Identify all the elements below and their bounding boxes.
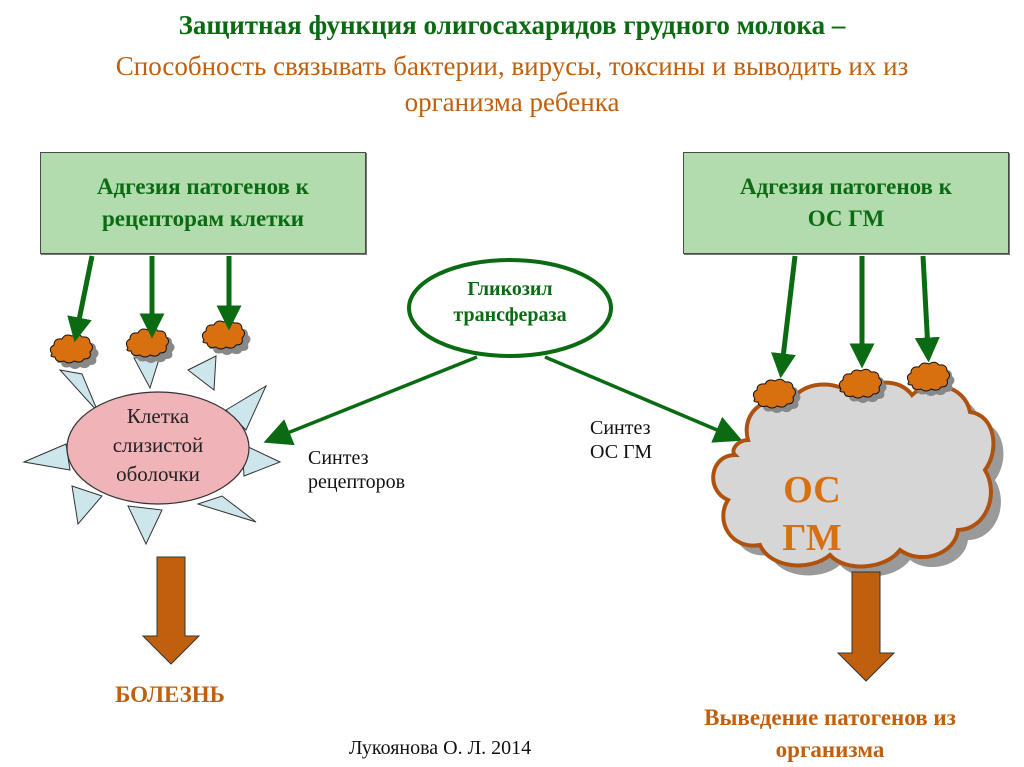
- subtitle-line-1: Способность связывать бактерии, вирусы, …: [115, 51, 909, 81]
- adhesion-cell-receptors-box: Адгезия патогенов к рецепторам клетки: [40, 152, 366, 254]
- cell-line-3: оболочки: [116, 462, 200, 486]
- synthesis-os-arrow: [544, 355, 743, 443]
- cloud-line-1: ОС: [783, 469, 841, 511]
- adhesion-os-gm-box: Адгезия патогенов к ОС ГМ: [683, 152, 1009, 254]
- enzyme-line-2: трансфераза: [453, 304, 567, 326]
- disease-label: БОЛЕЗНЬ: [115, 682, 225, 707]
- synth-os-line-1: Синтез: [590, 417, 651, 439]
- cloud-line-2: ГМ: [782, 517, 842, 559]
- box-right-line-1: Адгезия патогенов к: [740, 174, 952, 199]
- enzyme-line-1: Гликозил: [467, 278, 553, 300]
- slide-subtitle: Способность связывать бактерии, вирусы, …: [0, 48, 1024, 120]
- receptor-spike: [127, 505, 163, 546]
- cloud-label: ОС ГМ: [762, 466, 862, 562]
- mucosal-cell: [66, 391, 250, 505]
- excretion-arrow: [836, 571, 896, 682]
- synth-receptors-label: Синтез рецепторов: [308, 446, 405, 494]
- pathogen: [906, 361, 950, 392]
- box-left-line-2: рецепторам клетки: [101, 206, 305, 231]
- pathogen: [125, 327, 169, 358]
- enzyme-ellipse: [407, 258, 613, 358]
- cell-label: Клетка слизистой оболочки: [88, 402, 228, 489]
- cell-line-1: Клетка: [126, 404, 190, 428]
- receptor-spikes: [22, 355, 282, 546]
- author-footer: Лукоянова О. Л. 2014: [348, 737, 532, 759]
- pathogen: [201, 319, 245, 350]
- adhesion-arrow: [67, 255, 95, 343]
- receptor-spike: [71, 485, 103, 526]
- excretion-line-2: организма: [775, 737, 885, 762]
- slide-title: Защитная функция олигосахаридов грудного…: [178, 10, 846, 40]
- adhesion-arrow: [771, 255, 798, 379]
- synth-receptors-line-1: Синтез: [308, 447, 369, 469]
- enzyme-label: Гликозил трансфераза: [420, 276, 600, 328]
- pathogen: [49, 333, 93, 364]
- box-right-line-2: ОС ГМ: [807, 206, 885, 231]
- adhesion-arrow: [914, 255, 940, 363]
- cell-line-2: слизистой: [112, 433, 204, 457]
- synthesis-receptors-arrow: [263, 355, 478, 446]
- synth-receptors-line-2: рецепторов: [308, 471, 406, 493]
- pathogen: [752, 378, 796, 409]
- receptor-spike: [196, 495, 257, 523]
- receptor-spike: [187, 355, 217, 391]
- disease-arrow: [141, 556, 201, 665]
- receptor-spike: [22, 443, 71, 471]
- pathogen: [838, 368, 882, 399]
- excretion-line-1: Выведение патогенов из: [704, 705, 956, 730]
- excretion-label: Выведение патогенов из организма: [660, 702, 1000, 766]
- subtitle-line-2: организма ребенка: [404, 87, 620, 117]
- receptor-spike: [58, 369, 99, 413]
- box-left-line-1: Адгезия патогенов к: [97, 174, 309, 199]
- synth-os-label: Синтез ОС ГМ: [590, 416, 652, 464]
- pathogens-left: [49, 319, 251, 369]
- synth-os-line-2: ОС ГМ: [590, 441, 653, 463]
